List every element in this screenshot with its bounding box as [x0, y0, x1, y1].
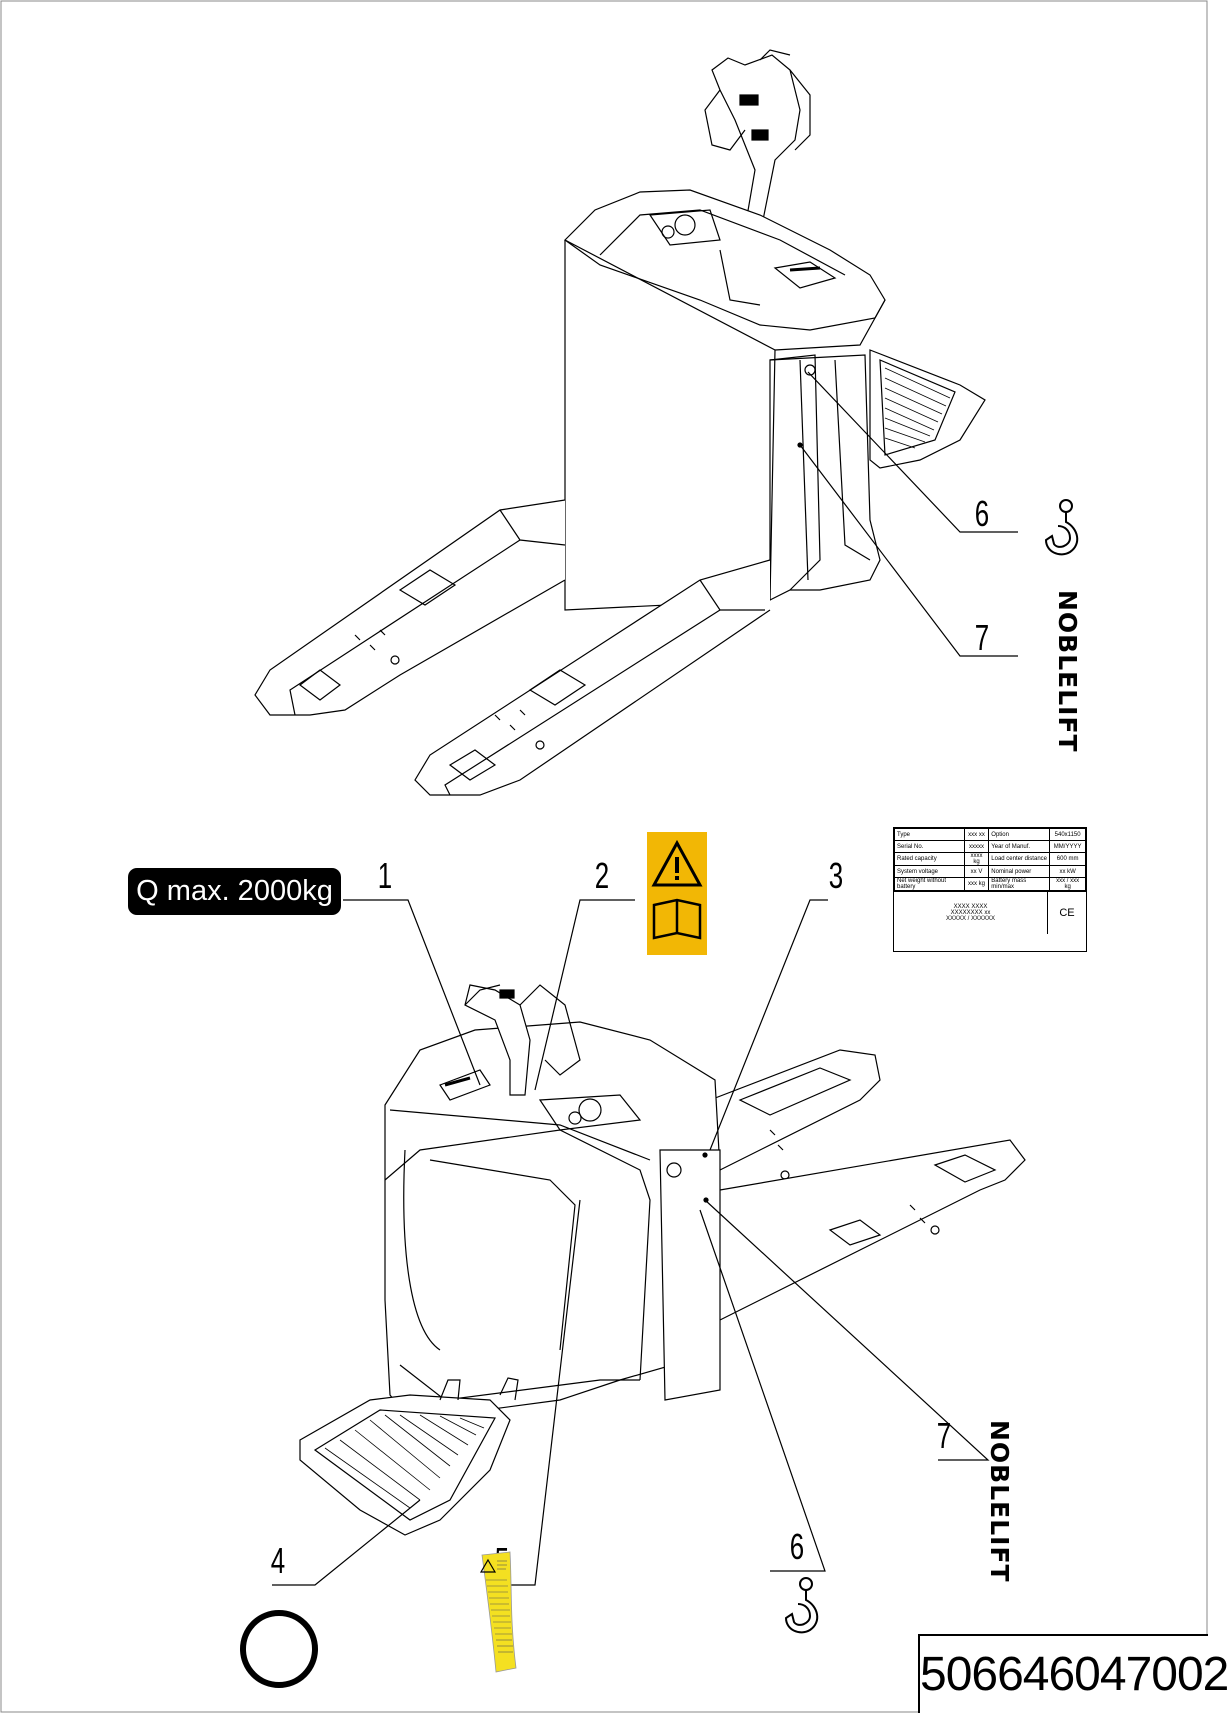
callout-2: 2	[595, 856, 609, 896]
callout-6: 6	[790, 1527, 804, 1567]
callout-1: 1	[378, 856, 392, 896]
nameplate-codes: XXXX XXXX XXXXXXXX xx XXXXX / XXXXXX	[894, 892, 1048, 934]
nameplate-field-label: Option	[988, 828, 1051, 841]
pallet-truck-front-view	[299, 984, 1026, 1536]
lifting-hook-icon	[784, 1577, 819, 1634]
nameplate-field-label: Net weight without battery	[894, 877, 965, 891]
brand-label-top: NOBLELIFT	[1053, 590, 1082, 753]
nameplate-field-value: xxx xx	[963, 828, 990, 841]
nameplate-field-value: MM/YYYY	[1049, 840, 1086, 853]
nameplate-field-label: Battery mass min/max	[988, 877, 1051, 891]
nameplate-field-value: xx V	[963, 865, 990, 878]
leader-lines-top	[799, 371, 1018, 657]
nameplate-field-label: Nominal power	[988, 865, 1051, 878]
nameplate-field-value: xxx kg	[963, 877, 990, 891]
nameplate-field-value: xxxxx	[963, 840, 990, 853]
callout-7: 7	[937, 1416, 951, 1456]
ring-icon	[240, 1610, 318, 1688]
lifting-hook-icon	[1044, 499, 1079, 556]
callout-4: 4	[271, 1541, 285, 1581]
pallet-truck-top-view	[254, 49, 986, 796]
code-line: XXXX XXXX	[953, 904, 988, 910]
warning-manual-icon	[647, 832, 707, 955]
nameplate-field-label: Load center distance	[988, 852, 1051, 866]
nameplate-field-value: 600 mm	[1049, 852, 1086, 866]
nameplate-field-label: Year of Manuf.	[988, 840, 1051, 853]
brand-label-bottom: NOBLELIFT	[985, 1420, 1014, 1583]
nameplate-field-label: Type	[894, 828, 965, 841]
nameplate-field-label: System voltage	[894, 865, 965, 878]
capacity-label: Q max. 2000kg	[128, 868, 341, 915]
nameplate-field-label: Serial No.	[894, 840, 965, 853]
callout-top-6: 6	[975, 494, 989, 534]
nameplate-field-value: 540x1150	[1049, 828, 1086, 841]
callout-3: 3	[829, 856, 843, 896]
ce-mark: CE	[1059, 907, 1075, 919]
code-line: XXXXXXXX xx	[950, 910, 991, 916]
warning-sticker-icon	[479, 1551, 517, 1673]
nameplate-field-value: xxx / xxx kg	[1049, 877, 1086, 891]
part-number: 506646047002	[918, 1634, 1228, 1713]
callout-top-7: 7	[975, 618, 989, 658]
nameplate-field-value: xxxx kg	[963, 852, 990, 866]
code-line: XXXXX / XXXXXX	[945, 916, 996, 922]
nameplate-field-value: xx kW	[1049, 865, 1086, 878]
nameplate-field-label: Rated capacity	[894, 852, 965, 866]
